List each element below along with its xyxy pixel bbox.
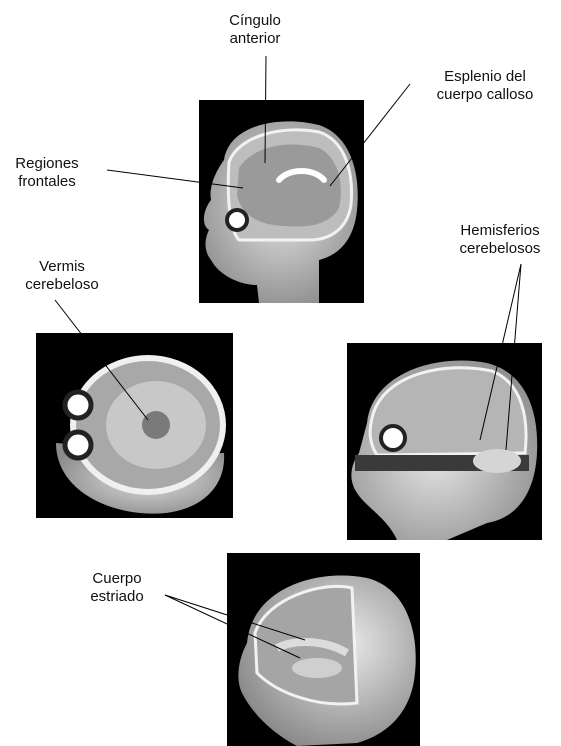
pointer-cuerpo-b (165, 595, 300, 658)
pointer-cuerpo-a (165, 595, 305, 640)
pointer-cingulo (265, 56, 266, 163)
pointer-hemisferios-a (506, 264, 521, 450)
pointer-vermis (55, 300, 148, 420)
pointer-regiones (107, 170, 243, 188)
pointer-hemisferios-b (480, 264, 521, 440)
pointer-esplenio (330, 84, 410, 186)
